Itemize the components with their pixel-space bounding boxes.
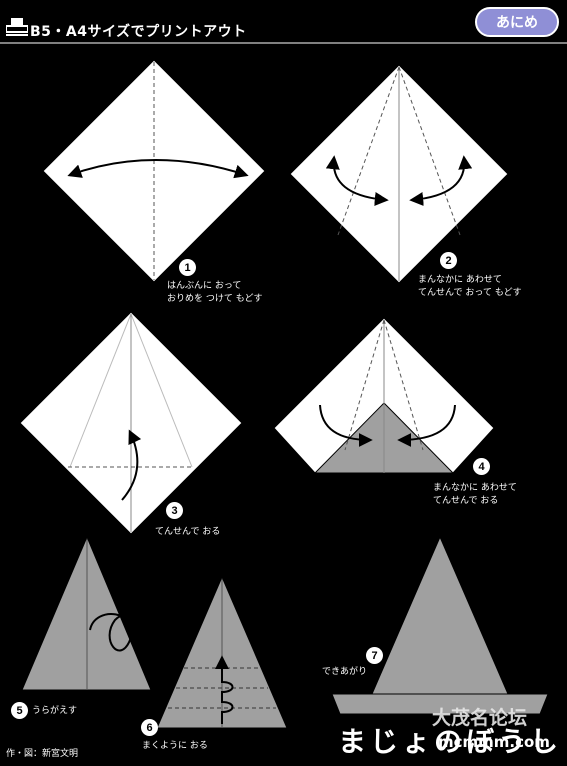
step-2-number: 2	[440, 252, 457, 269]
step-7-hat-brim	[331, 693, 549, 715]
header-rule	[0, 42, 567, 44]
step-5-flip-arrow	[89, 611, 165, 652]
step-2-arrow-left	[325, 155, 389, 206]
anime-button[interactable]: あにめ	[475, 7, 559, 37]
step-1-number: 1	[179, 259, 196, 276]
step-2-caption-line-2: てんせんで おって もどす	[418, 288, 522, 298]
step-2-arrow-right	[409, 155, 473, 206]
step-4-number: 4	[473, 458, 490, 475]
printer-icon	[6, 18, 28, 36]
step-3-arrow	[121, 429, 142, 501]
step-2-caption-line-1: まんなかに あわせて	[418, 275, 502, 285]
step-6-diagram	[156, 575, 288, 729]
step-4-arrow-left	[319, 404, 373, 447]
step-7-caption-line-1: できあがり	[322, 667, 368, 677]
step-6-caption-line-1: まくように おる	[142, 741, 208, 751]
step-7-diagram	[331, 535, 549, 715]
step-1-arrow	[67, 159, 249, 179]
watermark-text: 大茂名论坛	[432, 707, 528, 729]
final-title: まじょのぼうし	[338, 725, 563, 758]
step-7-number: 7	[366, 647, 383, 664]
header-title: B5・A4サイズでプリントアウト	[30, 24, 247, 40]
step-5-number: 5	[11, 702, 28, 719]
step-4-fold-line-left	[344, 319, 385, 451]
step-1-caption-line-2: おりめを つけて もどす	[167, 294, 263, 304]
step-6-number: 6	[141, 719, 158, 736]
step-7-hat-cone	[371, 535, 509, 695]
watermark-url: mcmmm.com	[438, 733, 550, 751]
credit-line: 作・図：新宮文明	[6, 749, 79, 759]
step-4-caption-line-2: てんせんで おる	[433, 496, 499, 506]
step-5-diagram	[21, 535, 165, 691]
step-6-roll-arrow	[215, 655, 234, 724]
step-3-caption-line-1: てんせんで おる	[155, 527, 221, 537]
step-4-caption-line-1: まんなかに あわせて	[433, 483, 517, 493]
step-4-arrow-right	[397, 404, 456, 447]
step-2-diagram	[289, 64, 509, 284]
step-3-number: 3	[166, 502, 183, 519]
step-4-fold-line-right	[383, 319, 424, 451]
step-3-diagram	[19, 311, 243, 535]
step-4-diagram	[273, 317, 495, 474]
step-5-caption-line-1: うらがえす	[32, 706, 78, 716]
step-1-caption-line-1: はんぶんに おって	[167, 281, 242, 291]
step-1-diagram	[42, 59, 266, 283]
step-2-fold-line-right	[398, 66, 461, 236]
step-2-fold-line-left	[337, 66, 400, 236]
